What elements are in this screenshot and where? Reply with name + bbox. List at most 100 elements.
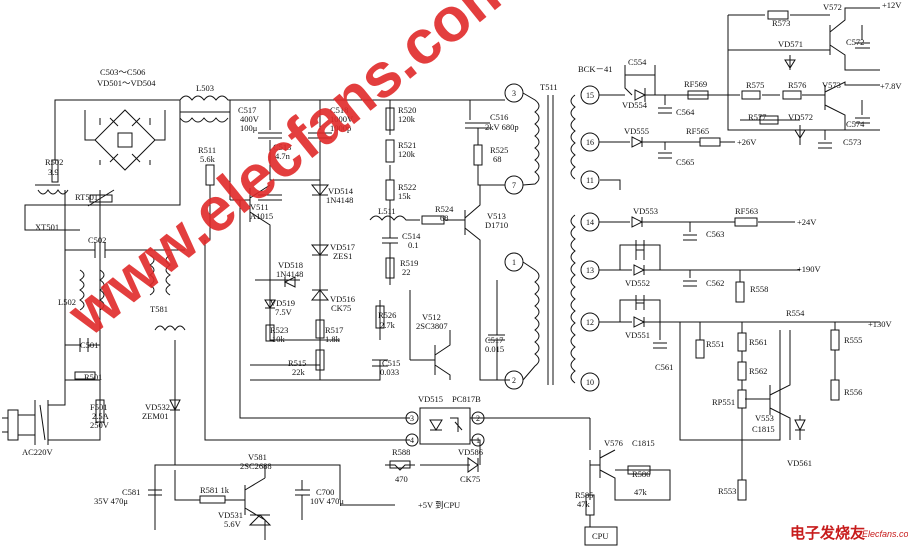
label-p5v: +5V 到CPU bbox=[418, 500, 460, 510]
label-c1815a: C1815 bbox=[632, 438, 655, 448]
label-c1815b: C1815 bbox=[752, 424, 775, 434]
label-vd532: VD532 bbox=[145, 402, 170, 412]
label-c554: C554 bbox=[628, 57, 647, 67]
label-vd514v: 1N4148 bbox=[326, 195, 353, 205]
label-r526v: 2.7k bbox=[380, 320, 396, 330]
label-t581: T581 bbox=[150, 304, 168, 314]
label-v512v: 2SC3807 bbox=[416, 321, 448, 331]
label-r521: R521 bbox=[398, 140, 416, 150]
middle-wiring bbox=[204, 83, 591, 500]
label-vd517v: ZES1 bbox=[333, 251, 352, 261]
label-c517a1: 400V bbox=[240, 114, 260, 124]
label-r521v: 120k bbox=[398, 149, 416, 159]
label-r520: R520 bbox=[398, 105, 416, 115]
label-r588: R588 bbox=[392, 447, 410, 457]
logo-subtext: Elecfans.com bbox=[862, 529, 908, 539]
label-c581: C581 bbox=[122, 487, 140, 497]
label-rf569: RF569 bbox=[684, 79, 707, 89]
label-c501: C501 bbox=[80, 340, 98, 350]
label-r577: R577 bbox=[748, 112, 766, 122]
opto-pin-1: 1 bbox=[476, 436, 480, 445]
label-r576: R576 bbox=[788, 80, 806, 90]
pin-14: 14 bbox=[586, 218, 594, 227]
label-vd586v: CK75 bbox=[460, 474, 480, 484]
label-vd516: VD516 bbox=[330, 294, 355, 304]
label-c581v: 35V 470μ bbox=[94, 496, 128, 506]
label-f501: F501 bbox=[90, 402, 107, 412]
pin-2: 2 bbox=[512, 376, 516, 385]
label-c564: C564 bbox=[676, 107, 695, 117]
label-v511: V511 bbox=[250, 202, 269, 212]
left-wiring bbox=[2, 95, 505, 540]
pin-numbers: 3 7 1 2 15 16 11 14 13 12 10 3 4 2 1 bbox=[405, 89, 594, 447]
label-xt501: XT501 bbox=[35, 222, 59, 232]
label-r519: R519 bbox=[400, 258, 418, 268]
label-vd532v: ZEM01 bbox=[142, 411, 168, 421]
site-logo: 电子发烧友 Elecfans.com bbox=[790, 524, 908, 542]
label-r517: R517 bbox=[325, 325, 343, 335]
label-vd553: VD553 bbox=[633, 206, 658, 216]
label-r517v: 1.8k bbox=[325, 334, 341, 344]
label-r511: R511 bbox=[198, 145, 216, 155]
label-r501: R501 bbox=[84, 372, 102, 382]
label-c563: C563 bbox=[706, 229, 724, 239]
label-vd586: VD586 bbox=[458, 447, 483, 457]
label-r525: R525 bbox=[490, 145, 508, 155]
label-r586v: 47k bbox=[634, 487, 648, 497]
label-r520v: 120k bbox=[398, 114, 416, 124]
label-vd571: VD571 bbox=[778, 39, 803, 49]
label-v581: V581 bbox=[248, 452, 267, 462]
label-f501v1: 2.5A bbox=[92, 411, 110, 421]
label-vd531: VD531 bbox=[218, 510, 243, 520]
label-r555: R555 bbox=[844, 335, 862, 345]
label-v553: V553 bbox=[755, 413, 774, 423]
ac-plug bbox=[2, 409, 19, 441]
label-c517a: C517 bbox=[238, 105, 256, 115]
label-c515v: 0.033 bbox=[380, 367, 399, 377]
label-p78v: +7.8V bbox=[880, 81, 902, 91]
label-p190v: +190V bbox=[797, 264, 822, 274]
label-c513: C513 bbox=[273, 142, 291, 152]
label-r526: R526 bbox=[378, 310, 396, 320]
label-c517a2: 100μ bbox=[240, 123, 258, 133]
label-r515: R515 bbox=[288, 358, 306, 368]
label-l502: L502 bbox=[58, 297, 76, 307]
label-vd515: VD515 bbox=[418, 394, 443, 404]
label-pc817b: PC817B bbox=[452, 394, 481, 404]
label-c517bv: 0.015 bbox=[485, 344, 504, 354]
label-vd561: VD561 bbox=[787, 458, 812, 468]
label-cpu: CPU bbox=[592, 531, 609, 541]
label-rp551: RP551 bbox=[712, 397, 735, 407]
label-v511v: A1015 bbox=[250, 211, 273, 221]
label-vd551: VD551 bbox=[625, 330, 650, 340]
label-r553: R553 bbox=[718, 486, 736, 496]
right-wiring bbox=[580, 7, 880, 546]
pin-3: 3 bbox=[512, 89, 516, 98]
label-c518v2: 1000p bbox=[330, 123, 351, 133]
label-p130v: +130V bbox=[868, 319, 893, 329]
opto-pin-3: 3 bbox=[410, 414, 414, 423]
label-c562: C562 bbox=[706, 278, 724, 288]
label-c573: C573 bbox=[843, 137, 861, 147]
label-vd514: VD514 bbox=[328, 186, 354, 196]
label-vd519v: 7.5V bbox=[275, 307, 293, 317]
label-r586: R586 bbox=[632, 469, 650, 479]
label-vd519: VD519 bbox=[270, 298, 295, 308]
power-switch bbox=[18, 400, 49, 445]
label-vd554: VD554 bbox=[622, 100, 648, 110]
label-r502v: 3.9 bbox=[48, 167, 59, 177]
label-vd501: VD501～VD504 bbox=[97, 78, 156, 88]
pin-10: 10 bbox=[586, 378, 594, 387]
label-vd518: VD518 bbox=[278, 260, 303, 270]
label-v572: V572 bbox=[823, 2, 842, 12]
label-p26v: +26V bbox=[737, 137, 757, 147]
label-c517b: C517 bbox=[485, 335, 503, 345]
component-labels: C503～C506 VD501～VD504 L503 R502 3.9 RT50… bbox=[22, 0, 902, 541]
label-r562: R562 bbox=[749, 366, 767, 376]
label-r588v: 470 bbox=[395, 474, 408, 484]
label-c518: C518 bbox=[330, 105, 348, 115]
opto-pin-2: 2 bbox=[476, 414, 480, 423]
label-c561: C561 bbox=[655, 362, 673, 372]
label-c514v: 0.1 bbox=[408, 240, 419, 250]
label-c700v: 10V 470μ bbox=[310, 496, 344, 506]
